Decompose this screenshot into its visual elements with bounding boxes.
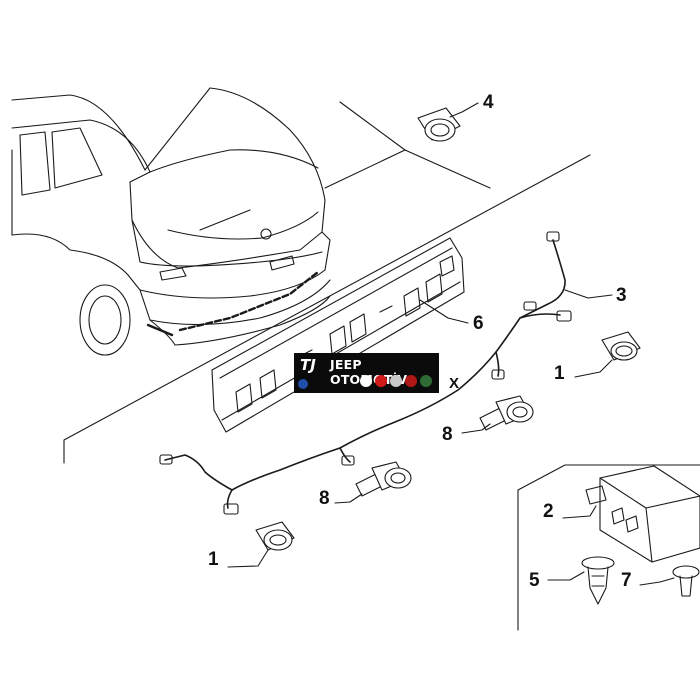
callout-1-upper: 1 [554,363,565,384]
logo-circle-5-icon [420,375,432,387]
logo-circle-1-icon [360,375,372,387]
callout-3: 3 [616,285,627,306]
leader-lines [227,102,675,586]
callout-6: 6 [473,313,484,334]
car-rear-outline [11,87,331,356]
logo-circle-4-icon [405,375,417,387]
push-clip [672,565,700,597]
mounting-bracket [211,237,465,433]
mopar-badge-icon [298,379,308,389]
callout-1-lower: 1 [208,549,219,570]
plastic-rivet [581,556,615,605]
parking-sensor-1-upper [601,331,641,361]
callout-7: 7 [621,570,632,591]
brand-logos [360,375,436,390]
watermark-banner: TJ JEEP OTOMOTİV [294,353,439,393]
parking-sensor-4 [417,107,461,142]
sensor-wiring-harness [159,231,572,515]
logo-circle-3-icon [390,375,402,387]
parking-sensor-1-lower [255,521,295,551]
callout-4: 4 [483,92,494,113]
callout-8-upper: 8 [442,424,453,445]
logo-circle-2-icon [375,375,387,387]
callout-5: 5 [529,570,540,591]
callout-2: 2 [543,501,554,522]
section-divider-lines [63,101,700,631]
x-mark: X [449,375,460,392]
brand-initials: TJ [300,356,316,374]
control-unit [585,465,700,563]
parking-sensor-8-upper [479,395,534,431]
callout-8-lower: 8 [319,488,330,509]
parking-sensor-8-lower [355,461,412,497]
